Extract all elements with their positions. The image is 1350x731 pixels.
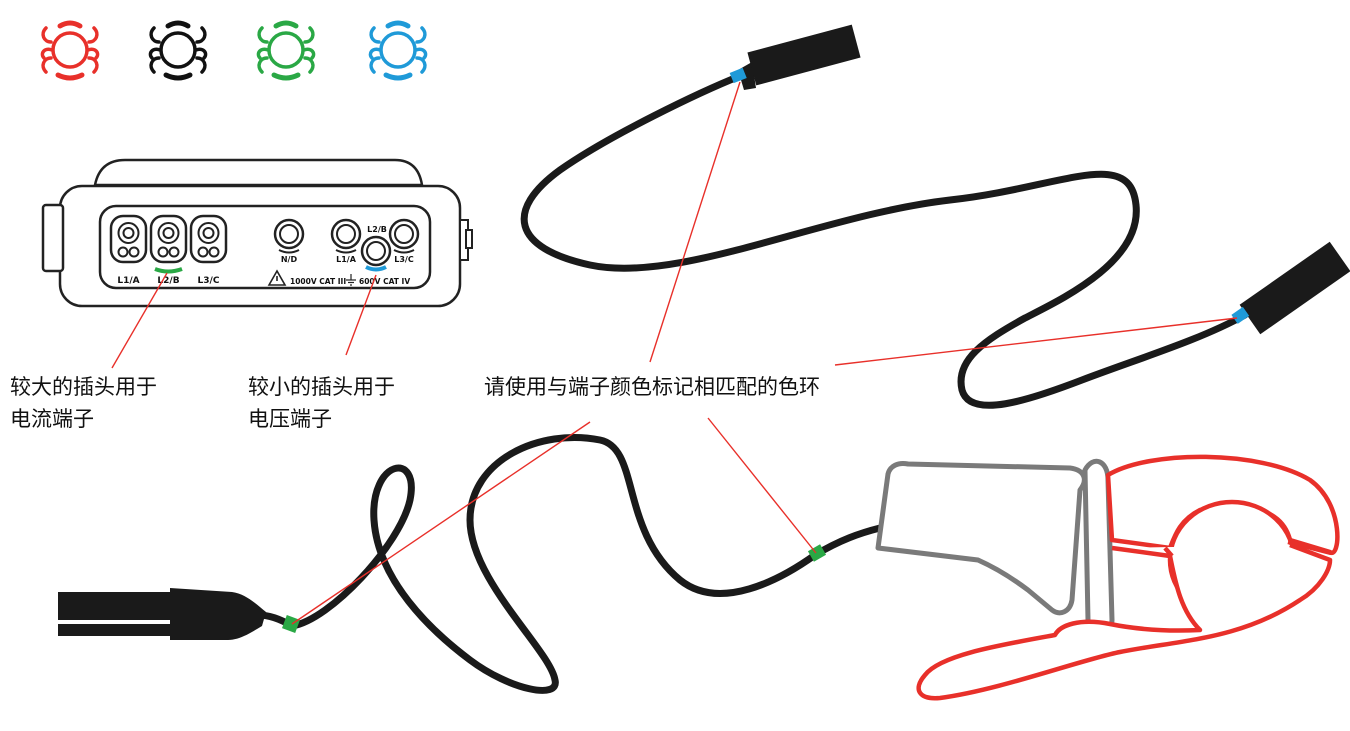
color-ring-icons [40,20,428,81]
voltage-probe-cable [520,72,1249,409]
blue-ring-marker-top [729,67,747,84]
probe-head-right [1239,241,1350,335]
current-clamp-cable [254,434,884,694]
color-ring-callout: 请使用与端子颜色标记相匹配的色环 [484,371,820,403]
small-plug-line-1: 较小的插头用于 [248,375,395,399]
voltage-terminal-l3: L3/C [388,218,420,264]
terminal-label-l2: L2/B [157,276,179,286]
current-clamp [875,454,1340,701]
large-plug-line-1: 较大的插头用于 [10,375,157,399]
green-ring-marker-plug [282,615,300,633]
terminal-label-v-l1: L1/A [336,255,357,264]
terminal-label-v-l2: L2/B [367,225,387,234]
ring-green-icon [256,20,316,81]
terminal-label-v-l3: L3/C [394,255,414,264]
terminal-label-l3: L3/C [198,276,220,286]
current-terminal-l2: L2/B [149,214,188,286]
ground-icon [346,274,356,286]
device-front-panel: L1/A L2/B L3/C N/D [41,158,473,308]
blue-color-mark [365,265,387,272]
green-ring-marker-clamp [807,544,827,562]
rating-cat-iii: 1000V CAT III [290,277,346,286]
current-terminal-l3: L3/C [189,214,228,286]
ring-blue-icon [368,20,428,81]
leader-lines [111,81,1238,625]
voltage-terminal-l1: L1/A [330,218,362,264]
warning-triangle-icon [267,269,287,286]
large-plug-callout: 较大的插头用于 电流端子 [10,371,157,435]
blue-ring-marker-right [1231,306,1250,324]
voltage-terminal-l2: L2/B [360,225,392,272]
probe-head-top [738,24,861,90]
green-color-mark [154,267,183,274]
small-plug-callout: 较小的插头用于 电压端子 [248,371,395,435]
small-plug-line-2: 电压端子 [248,407,332,431]
ring-red-icon [40,20,100,81]
color-ring-note: 请使用与端子颜色标记相匹配的色环 [484,375,820,399]
terminal-label-l1: L1/A [117,276,139,286]
terminal-label-n: N/D [281,255,298,264]
rating-cat-iv: 600V CAT IV [359,277,410,286]
current-plug [58,588,266,640]
large-plug-line-2: 电流端子 [10,407,94,431]
current-terminal-l1: L1/A [109,214,148,286]
ring-black-icon [148,20,208,81]
voltage-terminal-n: N/D [273,218,305,264]
